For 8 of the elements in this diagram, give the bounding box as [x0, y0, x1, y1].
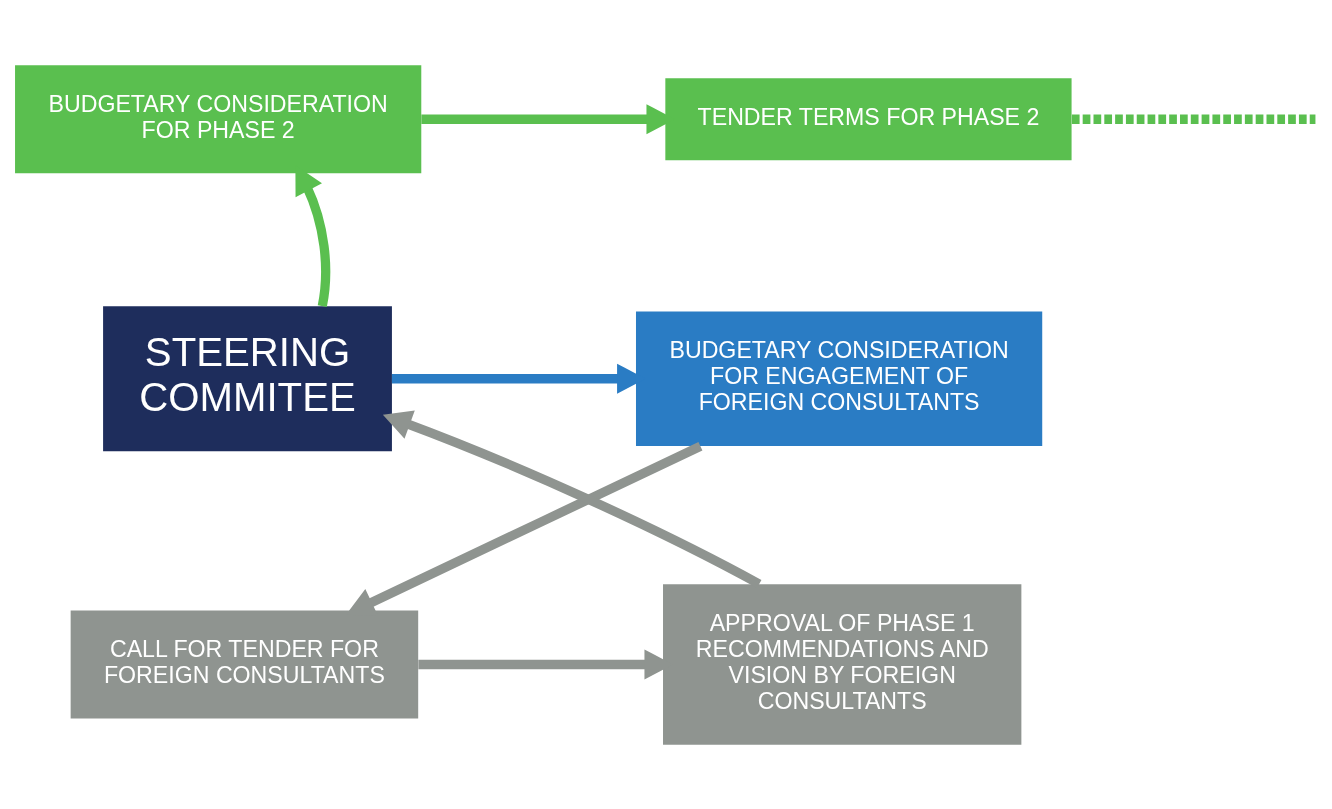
node-box: BUDGETARY CONSIDERATION FOR ENGAGEMENT OF FOREIGN CONSULTANTS: [636, 311, 1043, 446]
node-box: TENDER TERMS FOR PHASE 2: [665, 77, 1072, 160]
connector: [1071, 114, 1316, 124]
arrow: [382, 410, 762, 588]
node-box: CALL FOR TENDER FOR FOREIGN CONSULTANTS: [70, 609, 419, 719]
node-box: BUDGETARY CONSIDERATION FOR PHASE 2: [15, 64, 422, 173]
node-box: STEERING COMMITEE: [103, 305, 392, 451]
node-box: APPROVAL OF PHASE 1 RECOMMENDATIONS AND VISION BY FOREIGN CONSULTANTS: [663, 583, 1022, 745]
